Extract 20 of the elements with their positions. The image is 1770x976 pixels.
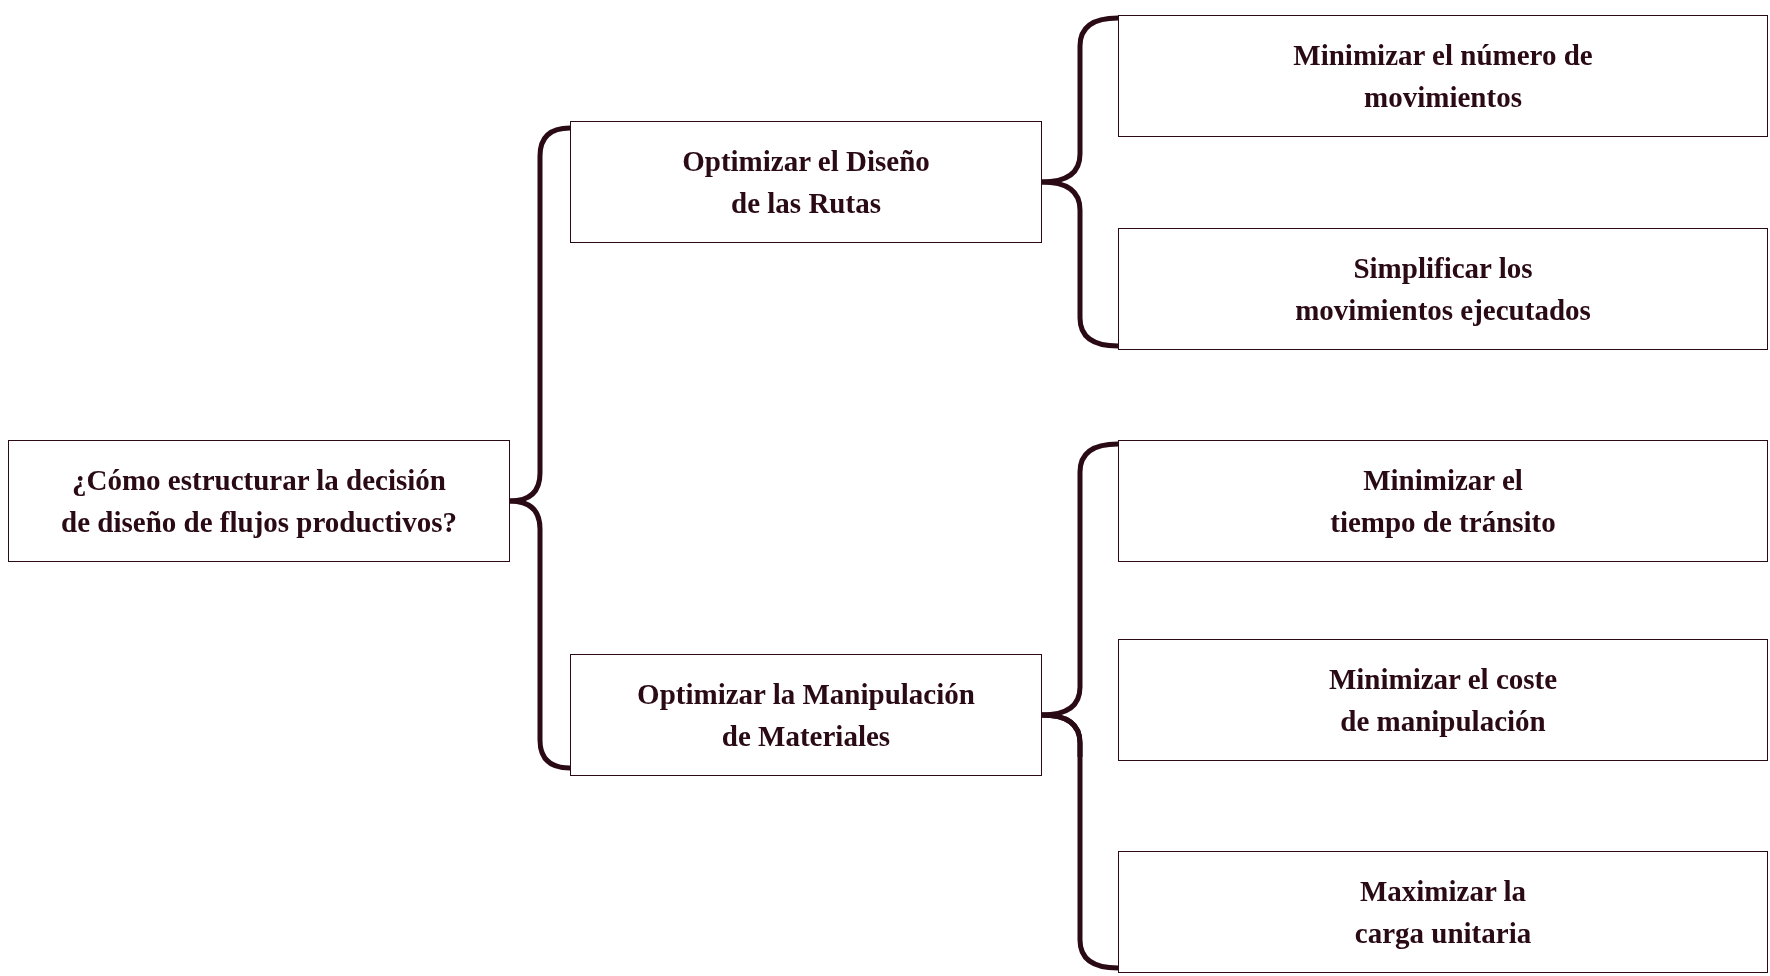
text-box	[570, 654, 1042, 776]
text-box	[1118, 228, 1768, 350]
text-box	[1118, 440, 1768, 562]
box-label: Optimizar el Diseño de las Rutas	[681, 143, 931, 221]
box-label: Simplificar los movimientos ejecutados	[1294, 250, 1592, 328]
brace-line	[1041, 712, 1119, 971]
text-box	[1118, 15, 1768, 137]
box-label: ¿Cómo estructurar la decisión de diseño de flujos productivos?	[60, 462, 458, 540]
text-box	[1118, 639, 1768, 761]
box-label: Minimizar el coste de manipulación	[1327, 661, 1559, 739]
box-label: Optimizar la Manipulación de Materiales	[636, 676, 976, 754]
box-label: Minimizar el número de movimientos	[1292, 37, 1594, 115]
box-label: Minimizar el tiempo de tránsito	[1329, 462, 1557, 540]
brace-line	[1041, 179, 1119, 349]
brace-line	[1041, 15, 1119, 185]
box-label: Maximizar la carga unitaria	[1353, 873, 1533, 951]
text-box	[1118, 851, 1768, 973]
brace-line	[1041, 441, 1119, 718]
text-box	[570, 121, 1042, 243]
text-box	[8, 440, 510, 562]
